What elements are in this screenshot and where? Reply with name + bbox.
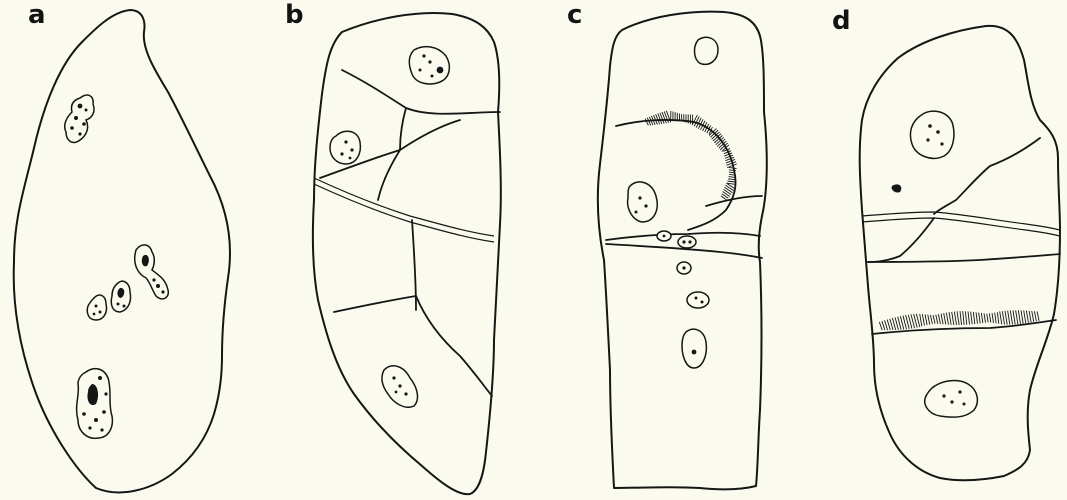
wall-b2 — [400, 108, 406, 150]
hatch-stroke — [724, 187, 732, 192]
wall-b5a — [314, 178, 494, 236]
hatch-stroke — [660, 113, 664, 124]
panel-b-drawing — [313, 13, 501, 494]
nucleus-c6 — [687, 292, 709, 308]
nucleus-c4 — [678, 236, 696, 248]
hatch-stroke — [997, 312, 999, 323]
hatch-stroke — [954, 312, 956, 325]
hatch-stroke — [1026, 311, 1028, 323]
hatch-stroke — [960, 311, 962, 325]
hatch-stroke — [1037, 311, 1039, 320]
cell-c-outline — [598, 12, 767, 490]
hatch-stroke — [1002, 311, 1004, 324]
hatch-stroke — [938, 314, 940, 324]
cell-a-outline — [14, 10, 230, 492]
hatch-stroke — [1034, 311, 1036, 321]
wall-b4 — [378, 150, 400, 200]
panel-label-a: a — [28, 2, 46, 28]
hatch-stroke — [885, 320, 888, 330]
nucleus-d2 — [925, 381, 978, 418]
hatch-stroke — [890, 319, 893, 330]
hatch-stroke — [1005, 311, 1007, 325]
hatch-stroke — [976, 312, 978, 323]
hatch-stroke — [725, 185, 733, 191]
panel-label-c: c — [567, 2, 582, 28]
hatch-stroke — [957, 311, 959, 325]
hatch-stroke — [729, 177, 735, 178]
hatch-stroke — [1013, 310, 1015, 324]
hatch-stroke — [936, 315, 938, 324]
hatch-stroke — [1024, 310, 1026, 323]
hatch-stroke — [973, 312, 975, 324]
panel-c-drawing — [598, 12, 767, 490]
hatch-stroke — [989, 313, 991, 322]
hatch-stroke — [984, 313, 986, 322]
panel-a-drawing — [14, 10, 230, 492]
hatch-c — [645, 111, 737, 200]
hatch-stroke — [979, 313, 981, 324]
wall-d2b — [862, 218, 1060, 236]
wall-b7 — [334, 296, 416, 312]
hatch-stroke — [981, 313, 983, 323]
hatch-d — [879, 310, 1039, 330]
hatch-stroke — [949, 312, 951, 325]
hatch-stroke — [1008, 311, 1010, 325]
hatch-stroke — [879, 322, 882, 330]
hatch-stroke — [995, 313, 997, 324]
hatch-stroke — [1018, 310, 1020, 324]
hatch-stroke — [887, 320, 890, 331]
hatch-stroke — [946, 313, 948, 325]
wall-b5b — [314, 184, 494, 242]
nucleus-c2 — [628, 182, 658, 222]
nucleus-b1 — [409, 47, 449, 84]
hatch-stroke — [944, 313, 946, 324]
wall-d3 — [868, 218, 934, 262]
hatch-stroke — [922, 314, 924, 325]
hatch-stroke — [941, 314, 943, 325]
panel-label-d: d — [832, 8, 851, 34]
hatch-stroke — [694, 116, 699, 126]
panel-label-b: b — [285, 2, 304, 28]
hatch-stroke — [925, 314, 927, 325]
hatch-stroke — [1000, 311, 1002, 324]
hatch-stroke — [728, 179, 735, 180]
hatch-stroke — [963, 311, 965, 325]
hatch-stroke — [965, 311, 967, 325]
cell-b-outline — [313, 13, 501, 494]
hatch-stroke — [724, 189, 732, 194]
hatch-stroke — [928, 315, 930, 325]
hatch-stroke — [1029, 311, 1031, 323]
hatch-stroke — [987, 314, 989, 322]
hatch-stroke — [952, 312, 954, 325]
hatch-stroke — [1021, 310, 1023, 323]
hatch-stroke — [729, 170, 736, 171]
wall-b8 — [416, 296, 492, 396]
hatch-stroke — [729, 167, 737, 168]
nucleus-d1 — [910, 111, 954, 158]
nucleus-b2 — [330, 131, 360, 164]
hatch-stroke — [727, 181, 735, 182]
panel-d-drawing — [860, 26, 1060, 480]
hatch-stroke — [933, 315, 935, 323]
hatch-stroke — [664, 111, 668, 122]
nucleus-a4 — [87, 295, 106, 320]
hatch-stroke — [729, 174, 735, 175]
hatch-stroke — [968, 311, 970, 324]
wall-c2 — [706, 196, 762, 206]
hatch-stroke — [662, 112, 666, 123]
hatch-stroke — [971, 312, 973, 325]
hatch-stroke — [920, 314, 922, 326]
nucleus-c1 — [695, 37, 718, 64]
hatch-stroke — [1010, 310, 1012, 324]
hatch-stroke — [992, 313, 994, 323]
hatch-stroke — [723, 192, 730, 197]
hatch-stroke — [930, 315, 932, 324]
hatch-stroke — [882, 321, 885, 330]
hatch-stroke — [1016, 310, 1018, 324]
nucleus-c7 — [682, 329, 706, 368]
hatch-stroke — [1032, 311, 1034, 322]
granule-d — [892, 184, 902, 192]
